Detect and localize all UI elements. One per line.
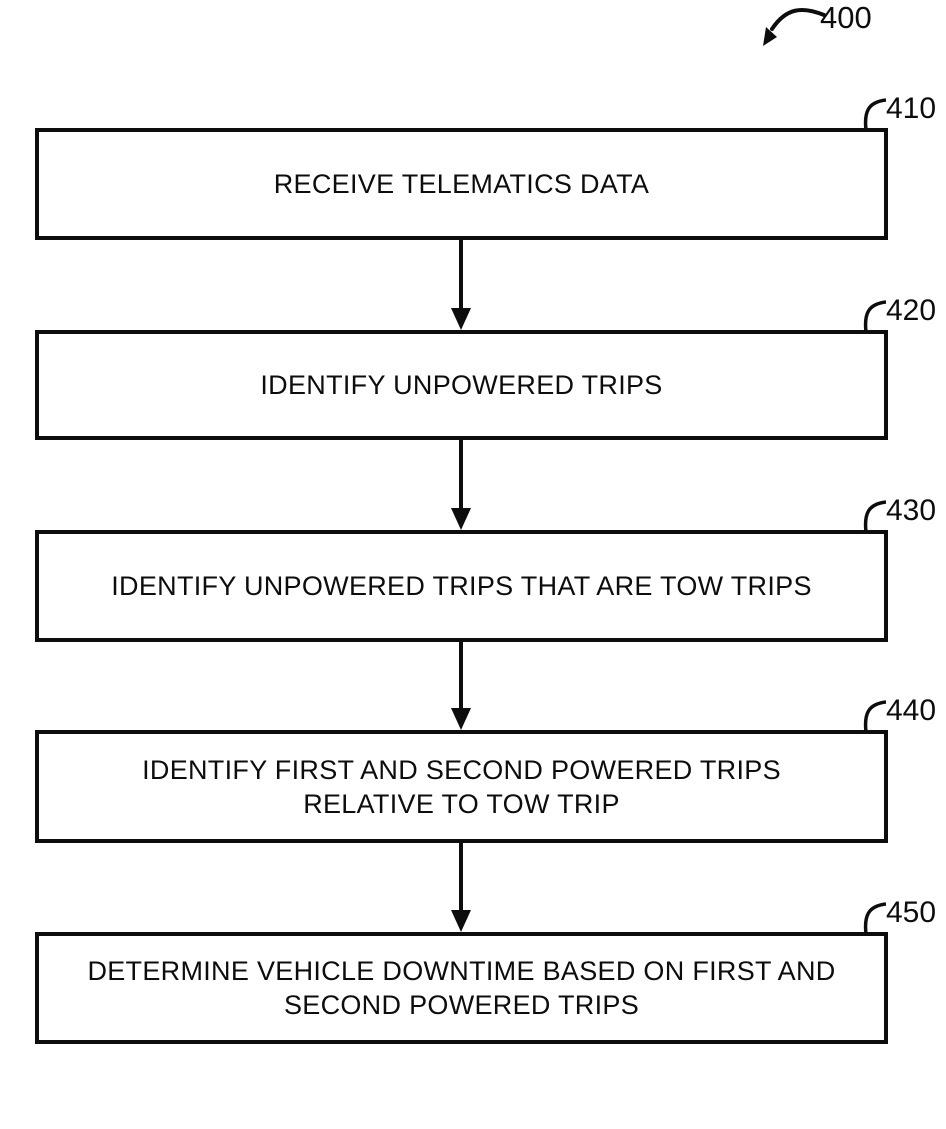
down-arrow-icon	[451, 642, 471, 730]
flow-step-identify-unpowered-trips: IDENTIFY UNPOWERED TRIPS	[35, 330, 888, 440]
leader-hook-icon	[863, 98, 886, 130]
leader-hook-icon	[863, 902, 886, 934]
ref-label-410: 410	[886, 92, 937, 125]
flow-step-label: IDENTIFY UNPOWERED TRIPS	[260, 370, 663, 400]
down-arrow-icon	[451, 843, 471, 932]
flow-step-label-line-2: SECOND POWERED TRIPS	[283, 990, 640, 1020]
ref-label-440: 440	[886, 694, 937, 727]
flow-step-receive-telematics-data: RECEIVE TELEMATICS DATA	[35, 128, 888, 240]
flow-step-label: RECEIVE TELEMATICS DATA	[273, 169, 650, 199]
leader-hook-icon	[863, 500, 886, 532]
leader-hook-icon	[863, 300, 886, 332]
flow-step-identify-powered-trips: IDENTIFY FIRST AND SECOND POWERED TRIPS …	[35, 730, 888, 843]
leader-hook-icon	[863, 700, 886, 732]
figure-ref-number: 400	[820, 0, 872, 35]
down-arrow-icon	[451, 240, 471, 330]
down-arrow-icon	[451, 440, 471, 530]
flow-step-label-line-1: IDENTIFY FIRST AND SECOND POWERED TRIPS	[142, 754, 781, 785]
ref-label-420: 420	[886, 294, 937, 327]
flow-step-determine-vehicle-downtime: DETERMINE VEHICLE DOWNTIME BASED ON FIRS…	[35, 932, 888, 1044]
flow-step-label-line-1: DETERMINE VEHICLE DOWNTIME BASED ON FIRS…	[87, 956, 836, 986]
figure-pointer-arrow-icon	[763, 7, 826, 46]
flow-step-label: IDENTIFY UNPOWERED TRIPS THAT ARE TOW TR…	[111, 571, 812, 601]
flow-step-identify-tow-trips: IDENTIFY UNPOWERED TRIPS THAT ARE TOW TR…	[35, 530, 888, 642]
ref-label-450: 450	[886, 896, 937, 929]
flow-step-label-line-2: RELATIVE TO TOW TRIP	[303, 788, 620, 819]
ref-label-430: 430	[886, 494, 937, 527]
